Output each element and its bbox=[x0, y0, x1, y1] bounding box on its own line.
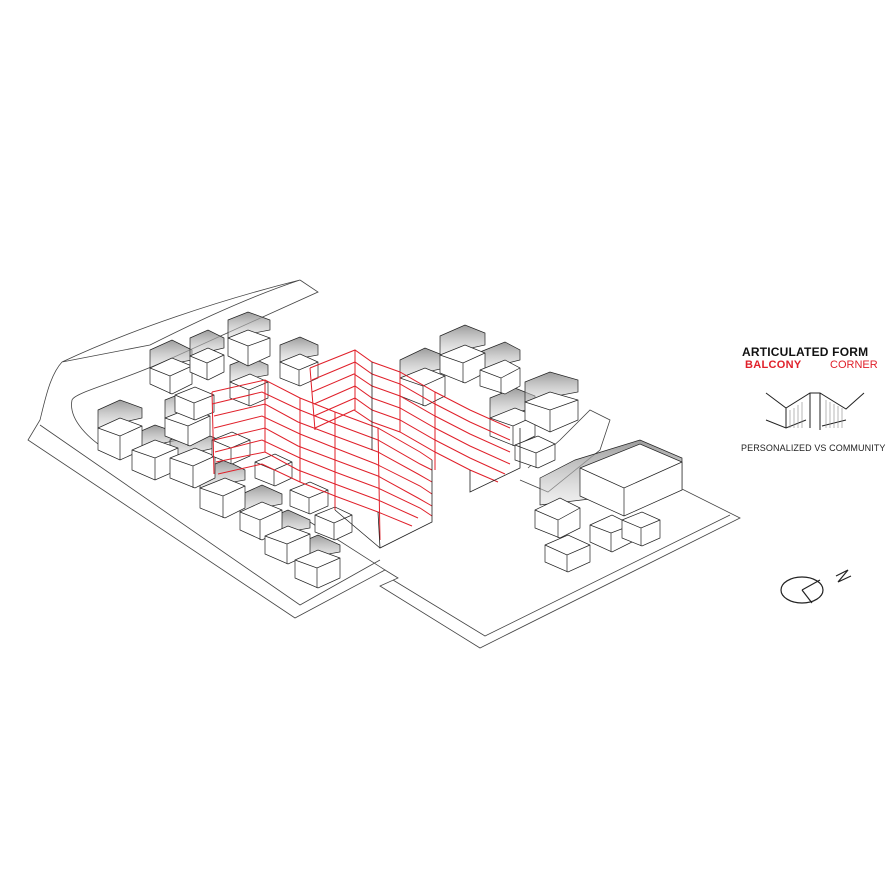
legend-balcony-label: BALCONY bbox=[745, 359, 802, 371]
proposed-building-middle bbox=[309, 349, 511, 483]
proposed-building-west bbox=[211, 379, 433, 541]
north-arrow-icon bbox=[780, 569, 852, 604]
balcony-corner-icon bbox=[765, 392, 865, 430]
legend-caption: PERSONALIZED VS COMMUNITY bbox=[741, 443, 886, 453]
legend: ARTICULATED FORM BALCONY CORNER bbox=[742, 346, 887, 371]
legend-corner-label: CORNER bbox=[830, 359, 878, 371]
legend-title: ARTICULATED FORM bbox=[742, 345, 869, 359]
context-buildings-east bbox=[534, 439, 683, 573]
context-buildings-west bbox=[97, 311, 353, 589]
proposed-massing-outline bbox=[334, 362, 521, 549]
context-buildings-north bbox=[399, 324, 579, 469]
legend-subtitle: BALCONY CORNER bbox=[742, 359, 887, 371]
